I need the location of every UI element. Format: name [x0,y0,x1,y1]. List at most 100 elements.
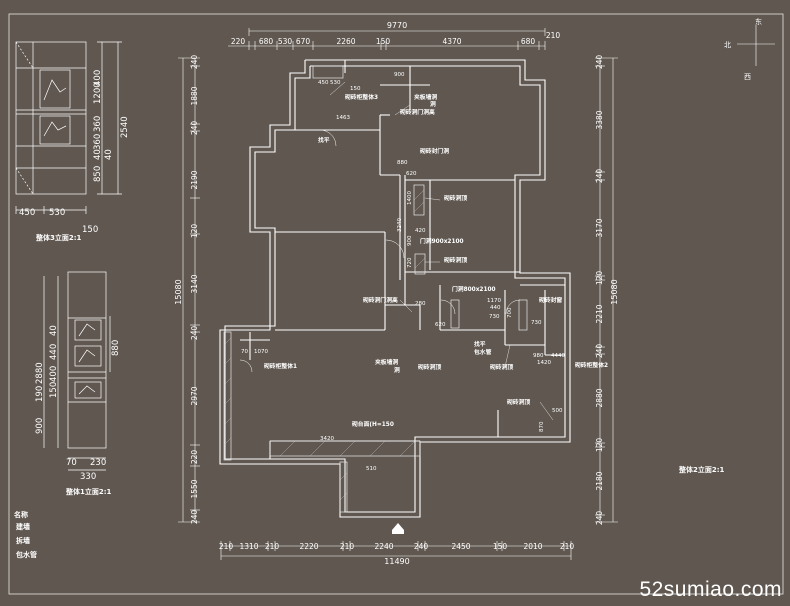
elev1-h-5: 190 [35,386,45,402]
elev1-h-6: 900 [35,418,45,434]
inner-dim-24: 280 [415,301,426,307]
right-seg-6: 240 [595,344,604,359]
inner-dim-7: 620 [406,171,417,177]
label-pipe-wrap: 包水管 [474,348,492,356]
elev3-h-2: 360 [93,134,103,150]
elev1-total-w: 330 [80,472,96,482]
inner-dim-9: 900 [407,235,413,246]
inner-dim-10: 420 [415,228,426,234]
inner-dim-0: 450 [318,80,329,86]
inner-dim-4: 1463 [336,115,350,121]
elev3-h-6: 850 [93,166,103,182]
floor-plan-walls [219,59,571,518]
inner-dim-3: 900 [394,72,405,78]
compass-north: 北 [724,41,731,49]
right-seg-4: 120 [595,271,604,286]
right-seg-3: 3170 [595,218,604,237]
inner-dim-14: 730 [489,314,500,320]
bottom-total-dim: 11490 [384,557,409,566]
bottom-seg-1: 1310 [239,542,258,551]
bottom-seg-0: 210 [219,542,234,551]
elev3-total: 2540 [120,116,130,138]
left-total-dim: 15080 [174,279,183,304]
brick-hatching [223,189,426,501]
bottom-seg-7: 2450 [451,542,470,551]
compass-east: 东 [755,17,762,26]
label-partition-1: 夹板墙洞 [414,93,437,101]
bottom-seg-5: 2240 [374,542,393,551]
label-brick-top-4: 砌砖洞顶 [489,363,513,371]
label-partition-2b: 洞 [394,366,400,374]
left-seg-10: 240 [190,510,199,525]
elev3-h-0: 1200 [93,82,103,104]
inner-dim-16: 730 [531,320,542,326]
top-seg-2: 530 [278,37,293,46]
label-tile-cabinet-3: 砌砖柜整体3 [344,93,378,101]
bottom-seg-10: 210 [560,542,575,551]
inner-dim-17: 980 [533,353,544,359]
inner-dim-25: 620 [435,322,446,328]
elev3-h-5: 40 [104,149,114,160]
elev3-w-0: 450 [19,208,35,218]
legend-item-0: 建墙 [16,522,30,531]
left-seg-5: 3140 [190,274,199,293]
elev3-h-3: 400 [93,70,103,86]
elev3-side: 150 [82,225,98,235]
left-seg-9: 1550 [190,479,199,498]
top-dimension-chain [228,28,546,50]
inner-dim-20: 3420 [320,436,334,442]
elevation-3-caption: 整体3立面2:1 [35,233,82,242]
left-dimension-chain [178,57,200,523]
inner-dim-26: 70 [241,349,248,355]
label-door-height-1: 砌砖洞门洞高 [399,108,435,116]
label-door-size-2: 门洞800x2100 [452,285,496,293]
label-partition-2: 夹板墙洞 [375,358,398,366]
inner-dim-21: 510 [366,466,377,472]
watermark: 52sumiao.com [639,578,782,601]
inner-dim-22: 500 [552,408,563,414]
left-seg-1: 1880 [190,86,199,105]
top-seg-0: 220 [231,37,246,46]
left-seg-0: 240 [190,55,199,70]
top-seg-7: 680 [521,37,536,46]
elev1-h-0: 2880 [35,362,45,384]
bottom-seg-8: 150 [493,542,508,551]
left-seg-4: 120 [190,224,199,239]
label-level-2: 找平 [474,340,486,348]
inner-dim-5: 880 [397,160,408,166]
legend-title: 名称 [14,510,28,519]
new-brick-walls [223,65,528,513]
right-seg-9: 2180 [595,471,604,490]
right-seg-0: 240 [595,55,604,70]
label-door-size-1: 门洞900x2100 [420,237,464,245]
elev1-w-1: 230 [90,458,106,468]
inner-dim-19: 4440 [551,353,565,359]
entry-marker [392,523,404,534]
top-seg-8: 210 [546,31,561,40]
left-seg-7: 2970 [190,386,199,405]
elevation-1-drawing [43,271,111,471]
inner-dim-23: 870 [539,421,545,432]
label-door-height-2: 砌砖洞门洞高 [362,296,398,304]
left-seg-8: 220 [190,450,199,465]
inner-dim-18: 1420 [537,360,551,366]
elev3-w-1: 530 [49,208,65,218]
elev1-h-4: 150 [49,382,59,398]
elev1-h-3: 400 [49,366,59,382]
inner-dim-13: 440 [490,305,501,311]
right-seg-5: 2210 [595,304,604,323]
top-total-dim: 9770 [387,21,407,30]
right-seg-2: 240 [595,169,604,184]
label-brick-cabinet-1: 砌砖柜整体1 [263,362,297,370]
elevation-3-drawing [15,41,122,214]
bottom-seg-3: 2220 [299,542,318,551]
elev1-h-1: 40 [49,325,59,336]
elev3-h-4: 40 [93,149,103,160]
cabinet2-elevation-caption: 整体2立面2:1 [678,465,725,474]
bottom-seg-9: 2010 [523,542,542,551]
label-brick-top-1: 砌砖洞顶 [443,194,467,202]
top-seg-5: 150 [376,37,391,46]
inner-dim-6: 1400 [407,191,413,205]
right-seg-8: 120 [595,438,604,453]
